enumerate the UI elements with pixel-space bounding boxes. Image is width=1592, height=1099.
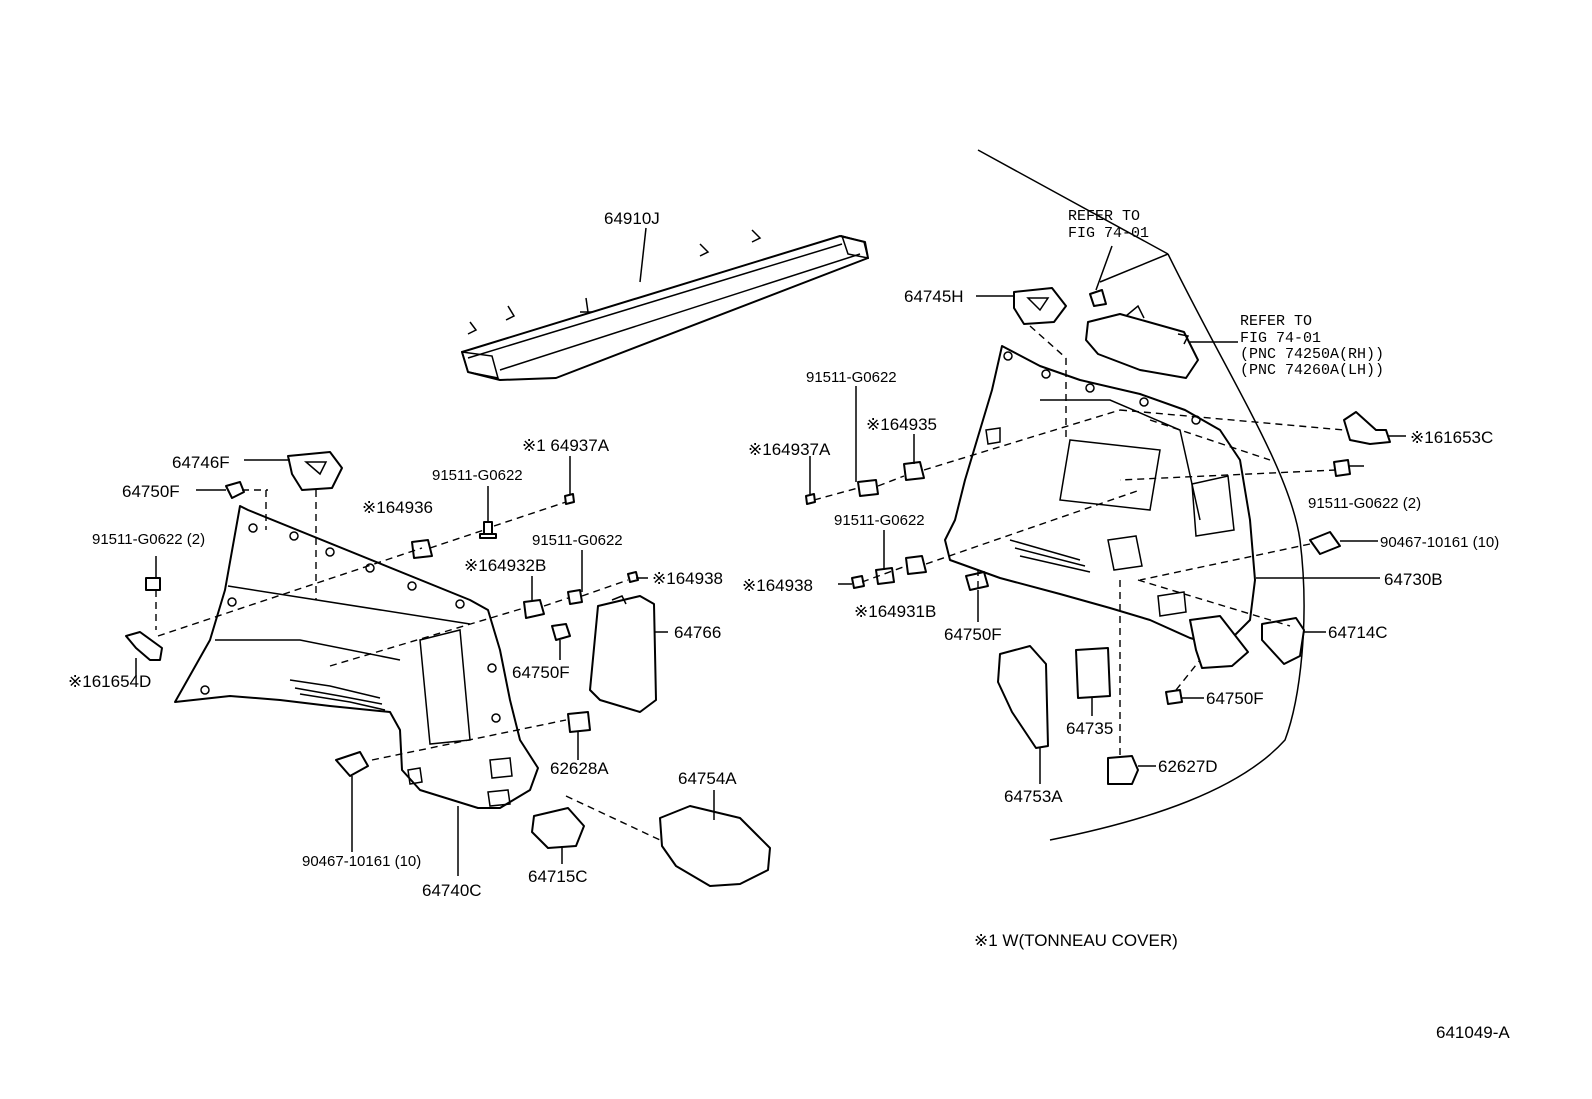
clip-64750F-a[interactable] (225, 481, 245, 499)
cover-64766[interactable] (589, 595, 657, 713)
retainer-164936[interactable] (411, 539, 433, 559)
label-64745H: 64745H (904, 287, 964, 306)
bolt-91511-a[interactable] (479, 521, 497, 539)
hook-64746F[interactable] (287, 451, 343, 491)
label-64750F-c: 64750F (944, 625, 1002, 644)
label-64766: 64766 (674, 623, 721, 642)
leader-lines (135, 227, 1406, 876)
label-64910J: 64910J (604, 209, 660, 228)
label-64730B: 64730B (1384, 570, 1443, 589)
label-refer2-line2: FIG 74-01 (1240, 330, 1321, 347)
labels: 64910J 64746F 64750F ※1 64937A 91511-G06… (68, 208, 1510, 1042)
clip-164938-a[interactable] (627, 571, 639, 583)
cap-62627D[interactable] (1107, 755, 1139, 785)
label-64735: 64735 (1066, 719, 1113, 738)
retainer-164931B[interactable] (905, 555, 927, 575)
box-64735[interactable] (1075, 647, 1111, 699)
bolt-91511-2a[interactable] (145, 577, 161, 591)
clip-64750F-b[interactable] (551, 623, 571, 641)
clip-164937A-b[interactable] (805, 493, 816, 505)
bolt-91511-b[interactable] (567, 589, 583, 605)
label-91511-a: 91511-G0622 (432, 467, 523, 484)
assist-grip-74250A[interactable] (1085, 313, 1199, 379)
clip-64750F-d[interactable] (1165, 689, 1183, 705)
clip-164937A-a[interactable] (564, 493, 575, 505)
label-64746F: 64746F (172, 453, 230, 472)
label-164937A-b: ※164937A (748, 440, 831, 459)
retainer-164935[interactable] (903, 461, 925, 481)
label-64750F-d: 64750F (1206, 689, 1264, 708)
label-64740C: 64740C (422, 881, 482, 900)
label-161653C: ※161653C (1410, 428, 1493, 447)
plate-62628A[interactable] (567, 711, 591, 733)
bracket-64754A[interactable] (659, 805, 771, 887)
bracket-lower[interactable] (1189, 615, 1249, 669)
label-91511-2a: 91511-G0622 (2) (92, 531, 205, 548)
left-quarter-trim-64740C[interactable] (174, 505, 539, 809)
clip-64750F-c[interactable] (965, 571, 989, 591)
label-refer2-line4: (PNC 74260A(LH)) (1240, 362, 1384, 379)
bolt-refer[interactable] (1089, 289, 1107, 307)
hook-64745H[interactable] (1013, 287, 1067, 325)
bracket-161654D[interactable] (125, 631, 163, 661)
label-64750F-b: 64750F (512, 663, 570, 682)
label-64754A: 64754A (678, 769, 737, 788)
bolt-91511-c[interactable] (857, 479, 879, 497)
cup-64715C[interactable] (531, 807, 585, 849)
label-62628A: 62628A (550, 759, 609, 778)
label-164932B: ※164932B (464, 556, 546, 575)
assembly-lines (155, 325, 1345, 841)
label-164931B: ※164931B (854, 602, 936, 621)
bracket-161653C[interactable] (1343, 411, 1391, 445)
label-164938-a: ※164938 (652, 569, 723, 588)
label-91511-c: 91511-G0622 (806, 369, 897, 386)
note-tonneau-cover: ※1 W(TONNEAU COVER) (974, 931, 1178, 950)
clip-164938-b[interactable] (851, 575, 865, 589)
bolt-91511-2b[interactable] (1333, 459, 1351, 477)
label-91511-d: 91511-G0622 (834, 512, 925, 529)
label-164938-b: ※164938 (742, 576, 813, 595)
label-91511-b: 91511-G0622 (532, 532, 623, 549)
clip-90467-a[interactable] (335, 751, 369, 777)
label-164935: ※164935 (866, 415, 937, 434)
label-64750F-a: 64750F (122, 482, 180, 501)
label-90467-b: 90467-10161 (10) (1380, 534, 1499, 551)
retainer-164932B[interactable] (523, 599, 545, 619)
label-64714C: 64714C (1328, 623, 1388, 642)
label-62627D: 62627D (1158, 757, 1218, 776)
label-164937A-a: ※1 64937A (522, 436, 610, 455)
label-164936: ※164936 (362, 498, 433, 517)
label-refer1-line1: REFER TO (1068, 208, 1140, 225)
label-refer1-line2: FIG 74-01 (1068, 225, 1149, 242)
clip-90467-b[interactable] (1309, 531, 1341, 555)
body-outline (977, 149, 1305, 841)
label-refer2-line3: (PNC 74250A(RH)) (1240, 346, 1384, 363)
cover-64753A[interactable] (997, 645, 1049, 749)
label-refer2-line1: REFER TO (1240, 313, 1312, 330)
label-90467-a: 90467-10161 (10) (302, 853, 421, 870)
tonneau-cover-64910J[interactable] (460, 229, 870, 381)
label-64753A: 64753A (1004, 787, 1063, 806)
label-161654D: ※161654D (68, 672, 151, 691)
label-91511-2b: 91511-G0622 (2) (1308, 495, 1421, 512)
figure-id: 641049-A (1436, 1023, 1510, 1042)
label-64715C: 64715C (528, 867, 588, 886)
cup-64714C[interactable] (1261, 617, 1305, 665)
